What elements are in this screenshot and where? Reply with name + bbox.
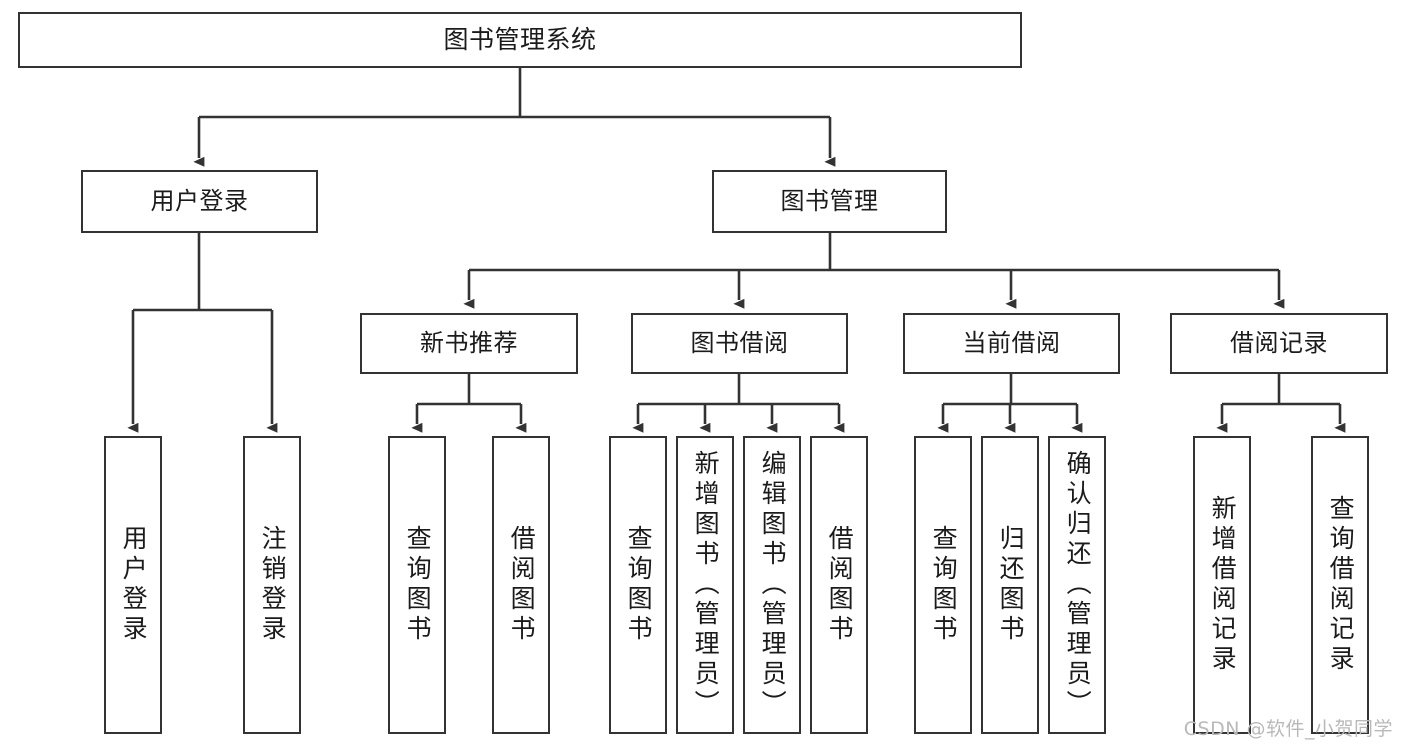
node-root-book-management-system[interactable]: 图书管理系统	[18, 12, 1022, 68]
node-borrow-records[interactable]: 借阅记录	[1170, 313, 1388, 374]
node-label: 查询图书	[403, 525, 433, 645]
node-label: 借阅图书	[825, 525, 855, 645]
leaf-borrow-records-query-record[interactable]: 查询借阅记录	[1311, 436, 1369, 734]
node-user-login[interactable]: 用户登录	[81, 170, 318, 233]
node-label: 查询图书	[624, 525, 654, 645]
node-label: 图书借阅	[690, 329, 789, 358]
watermark: CSDN @软件_小贺同学	[1183, 718, 1393, 740]
node-new-book-recommend[interactable]: 新书推荐	[360, 313, 578, 374]
node-label: 新增图书（管理员）	[691, 450, 721, 720]
node-label: 查询借阅记录	[1326, 495, 1356, 675]
node-label: 当前借阅	[962, 329, 1061, 358]
node-label: 借阅图书	[507, 525, 537, 645]
node-label: 借阅记录	[1230, 329, 1328, 358]
leaf-current-borrow-confirm-return-admin[interactable]: 确认归还（管理员）	[1048, 436, 1106, 734]
node-label: 确认归还（管理员）	[1063, 450, 1093, 720]
node-current-borrow[interactable]: 当前借阅	[903, 313, 1120, 374]
node-label: 用户登录	[150, 187, 249, 216]
node-label: 归还图书	[996, 525, 1026, 645]
leaf-new-book-borrow-book[interactable]: 借阅图书	[492, 436, 550, 734]
node-label: 图书管理	[780, 187, 879, 216]
leaf-new-book-query-book[interactable]: 查询图书	[388, 436, 446, 734]
node-label: 新增借阅记录	[1208, 495, 1238, 675]
leaf-borrow-records-add-record[interactable]: 新增借阅记录	[1193, 436, 1251, 734]
node-label: 图书管理系统	[443, 25, 597, 55]
leaf-book-borrow-edit-book-admin[interactable]: 编辑图书（管理员）	[743, 436, 801, 734]
node-label: 注销登录	[258, 525, 288, 645]
leaf-current-borrow-query-book[interactable]: 查询图书	[914, 436, 972, 734]
node-label: 用户登录	[119, 525, 149, 645]
leaf-book-borrow-add-book-admin[interactable]: 新增图书（管理员）	[676, 436, 734, 734]
leaf-current-borrow-return-book[interactable]: 归还图书	[981, 436, 1039, 734]
leaf-book-borrow-borrow-book[interactable]: 借阅图书	[810, 436, 868, 734]
leaf-book-borrow-query-book[interactable]: 查询图书	[609, 436, 667, 734]
node-label: 新书推荐	[420, 329, 518, 358]
leaf-user-login-login[interactable]: 用户登录	[104, 436, 162, 734]
node-book-management[interactable]: 图书管理	[712, 170, 947, 233]
node-label: 查询图书	[929, 525, 959, 645]
node-label: 编辑图书（管理员）	[758, 450, 788, 720]
leaf-user-login-logout[interactable]: 注销登录	[243, 436, 301, 734]
node-book-borrow[interactable]: 图书借阅	[631, 313, 848, 374]
